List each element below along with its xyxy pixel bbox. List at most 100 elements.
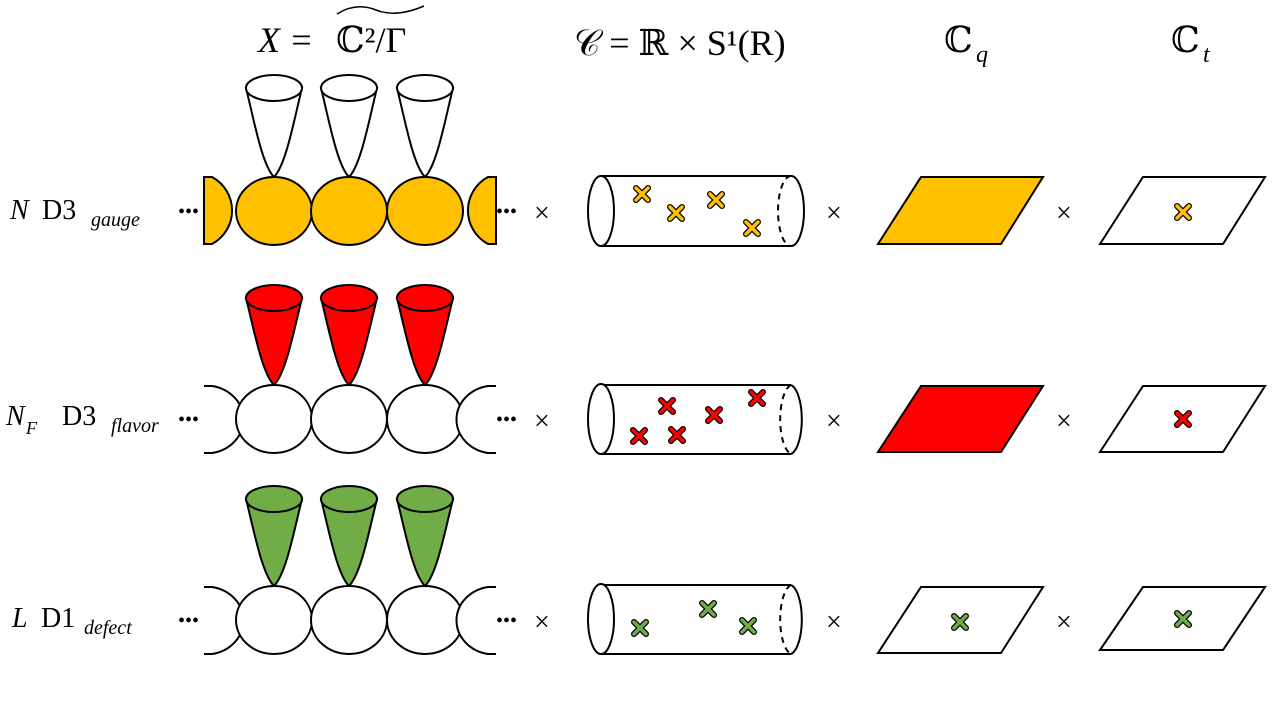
times-symbol: × [534,607,550,638]
row-label-base: D3 [62,401,96,432]
header-ct-sub: t [1203,42,1211,68]
ellipsis-left-dots: ••• [178,409,199,431]
curve-mark [705,406,723,424]
ellipsis-left-dots: ••• [178,201,199,223]
curve-cylinder [587,583,803,655]
ball [386,176,464,246]
times-symbol: × [534,406,550,437]
ball [235,176,313,246]
times-symbol: × [1056,406,1072,437]
row-label-sub: flavor [111,415,159,437]
ball [235,384,313,454]
cup-rim [396,74,454,102]
cup-rim [245,485,303,513]
curve-mark [707,191,725,209]
header-x-rhs: ℂ²/Γ [336,20,406,60]
cup-rim [320,284,378,312]
header-ct: ℂ t [1171,20,1211,68]
ellipsis-right-dots: ••• [496,409,517,431]
cylinder-right-end-hidden [779,384,792,455]
cup-rim [245,74,303,102]
ball-chain [204,384,496,454]
times-symbol: × [826,607,842,638]
row-defect: L D1 defect ••• ••• × [11,485,1267,655]
row-label-pre: L [11,603,28,634]
row-flavor: N F D3 flavor ••• ••• × [5,284,1267,455]
cylinder-right-end [790,584,803,655]
times-symbol: × [534,198,550,229]
ellipsis-right-dots: ••• [496,201,517,223]
header-cq: ℂ q [944,20,988,68]
cup-group [244,485,455,588]
curve-mark [699,600,717,618]
cup-rim [245,284,303,312]
row-label-sub: defect [84,617,132,639]
half-ball-left [203,176,234,245]
curve-mark [748,389,766,407]
row-flavor-label: N F D3 flavor [5,401,159,438]
cup-rim [320,485,378,513]
ball [310,585,388,655]
cup-rim [396,485,454,513]
cup-group [244,284,455,387]
header-cq-base: ℂ [944,20,973,60]
row-label-base: D3 [42,195,76,226]
ball [310,176,388,246]
ellipsis-right-dots: ••• [496,610,517,632]
row-label-base: D1 [41,603,75,634]
header-curve: 𝒞 = ℝ × S¹(R) [574,23,786,63]
curve-mark [630,427,648,445]
header-ct-base: ℂ [1171,20,1200,60]
cylinder-left-end [587,175,615,247]
row-gauge: N D3 gauge ••• ••• × [9,74,1267,247]
times-symbol: × [1056,607,1072,638]
half-ball-right [455,385,496,454]
cup-group [244,74,455,179]
curve-mark [631,619,649,637]
row-label-sub: gauge [91,209,140,231]
ct-mark [1174,410,1192,428]
cylinder-right-end-hidden [777,175,792,247]
curve-cylinder [587,175,805,247]
ball [310,384,388,454]
cup-rim [320,74,378,102]
curve-mark [668,426,686,444]
cq-mark [951,613,969,631]
ball-chain [204,585,496,655]
ball [235,585,313,655]
header-x-space: X = ℂ²/Γ [256,5,425,60]
curve-mark [658,397,676,415]
times-symbol: × [826,406,842,437]
curve-mark [739,617,757,635]
curve-mark [633,185,651,203]
row-label-pre: N [5,401,26,432]
ct-mark [1174,203,1192,221]
half-ball-right [455,586,496,655]
cylinder-left-end [587,383,615,455]
cylinder-right-end [790,175,805,247]
cylinder-left-end [587,583,615,655]
curve-mark [743,219,761,237]
ct-mark [1174,610,1192,628]
row-label-presub: F [25,418,38,438]
cylinder-right-end [790,384,803,455]
cylinder-right-end-hidden [779,584,792,655]
cup-rim [396,284,454,312]
ball [386,384,464,454]
curve-mark [667,204,685,222]
ball-chain [203,176,497,246]
ball [386,585,464,655]
cq-plane [876,176,1045,245]
header-cq-sub: q [976,42,988,68]
row-label-pre: N [9,195,30,226]
row-gauge-label: N D3 gauge [9,195,140,231]
half-ball-right [466,176,497,245]
times-symbol: × [1056,198,1072,229]
curve-cylinder [587,383,803,455]
cq-plane [876,385,1045,453]
row-defect-label: L D1 defect [11,603,132,639]
times-symbol: × [826,198,842,229]
ellipsis-left-dots: ••• [178,610,199,632]
header-x-lhs: X = [256,20,313,60]
